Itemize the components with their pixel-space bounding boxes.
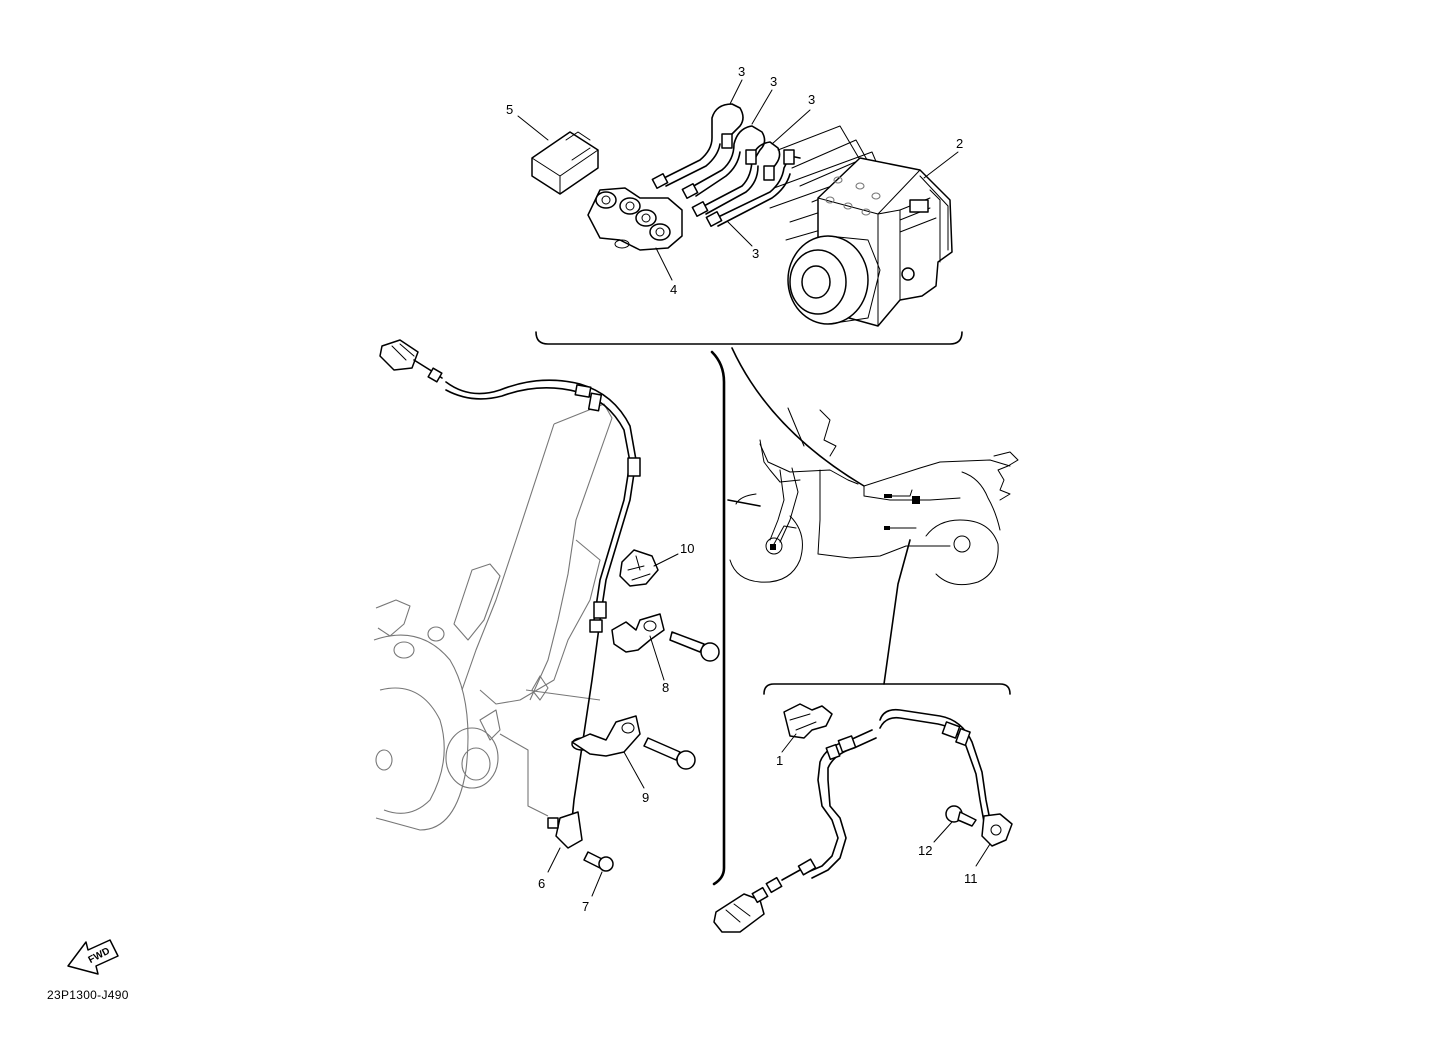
svg-text:3: 3 bbox=[770, 74, 777, 89]
fwd-arrow-icon: FWD bbox=[67, 939, 119, 975]
part-2-hydraulic-unit bbox=[787, 157, 953, 327]
callout-11: 11 bbox=[964, 843, 991, 886]
reference-code: 23P1300-J490 bbox=[47, 988, 129, 1002]
bolt-8 bbox=[669, 631, 720, 662]
callout-5: 5 bbox=[506, 102, 549, 141]
part-3-brake-pipes bbox=[651, 103, 801, 227]
rear-group-bracket bbox=[763, 683, 1011, 695]
svg-text:3: 3 bbox=[808, 92, 815, 107]
part-1-clip bbox=[783, 703, 833, 739]
callout-8: 8 bbox=[649, 635, 669, 695]
callout-3a: 3 bbox=[729, 64, 745, 105]
part-7-bolt bbox=[583, 851, 614, 872]
part-5-relay bbox=[531, 131, 599, 195]
svg-text:9: 9 bbox=[642, 790, 649, 805]
svg-text:3: 3 bbox=[752, 246, 759, 261]
part-12-bolt bbox=[945, 805, 977, 827]
svg-text:12: 12 bbox=[918, 843, 932, 858]
callout-9: 9 bbox=[623, 751, 649, 805]
callout-2: 2 bbox=[923, 136, 963, 179]
callout-3b: 3 bbox=[751, 74, 777, 125]
callout-7: 7 bbox=[582, 871, 603, 914]
callout-1: 1 bbox=[776, 733, 797, 768]
svg-text:4: 4 bbox=[670, 282, 677, 297]
callout-3d: 3 bbox=[727, 221, 759, 261]
svg-text:11: 11 bbox=[964, 871, 978, 886]
svg-text:5: 5 bbox=[506, 102, 513, 117]
front-sensor-lead bbox=[379, 339, 641, 849]
part-10-clip bbox=[619, 549, 659, 587]
svg-text:6: 6 bbox=[538, 876, 545, 891]
svg-text:2: 2 bbox=[956, 136, 963, 151]
section-divider bbox=[710, 350, 726, 886]
callout-4: 4 bbox=[655, 247, 677, 297]
svg-text:3: 3 bbox=[738, 64, 745, 79]
part-9-bracket bbox=[571, 715, 641, 757]
part-4-joint-bracket bbox=[587, 187, 683, 251]
svg-text:8: 8 bbox=[662, 680, 669, 695]
svg-text:7: 7 bbox=[582, 899, 589, 914]
top-group-bracket bbox=[535, 331, 963, 345]
svg-text:10: 10 bbox=[680, 541, 694, 556]
bolt-9 bbox=[643, 737, 696, 770]
callout-12: 12 bbox=[918, 821, 953, 858]
svg-text:1: 1 bbox=[776, 753, 783, 768]
motorcycle-overview bbox=[727, 347, 1019, 685]
rear-sensor-lead bbox=[713, 708, 1013, 933]
part-8-bracket bbox=[611, 613, 665, 653]
callout-10: 10 bbox=[653, 541, 694, 567]
callout-3c: 3 bbox=[771, 92, 815, 145]
pipe-fittings bbox=[651, 133, 795, 227]
callout-6: 6 bbox=[538, 847, 561, 891]
front-fork-outline bbox=[373, 403, 613, 831]
